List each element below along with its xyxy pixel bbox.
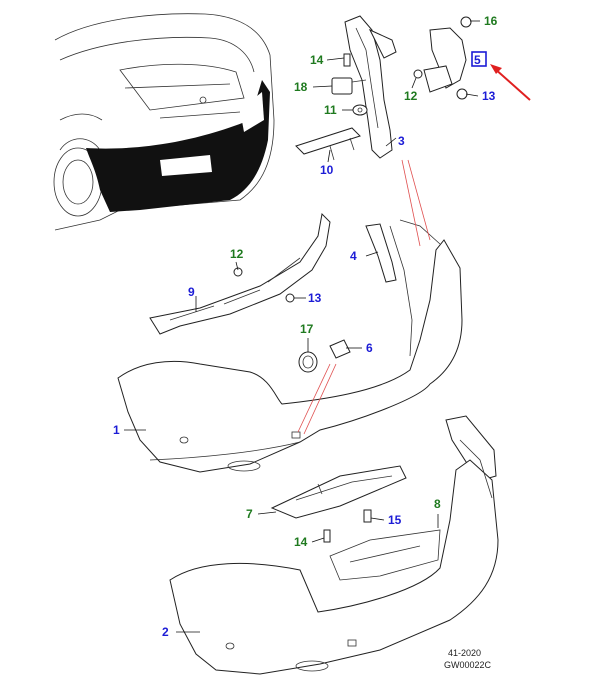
callout-14-bottom: 14	[294, 535, 308, 549]
part-7-undertray	[270, 465, 407, 519]
fastener-13-top	[456, 88, 468, 100]
part-9-reinforcement	[149, 212, 331, 335]
footer-code: GW00022C	[444, 660, 492, 670]
callout-4: 4	[350, 249, 357, 263]
part-10-clip-bracket	[295, 127, 361, 161]
part-14-stud-bottom	[323, 529, 331, 543]
callout-1: 1	[113, 423, 120, 437]
callout-3: 3	[398, 134, 405, 148]
callout-15: 15	[388, 513, 402, 527]
red-pointer-arrow	[490, 64, 531, 101]
callout-6: 6	[366, 341, 373, 355]
part-1-bumper-cover	[117, 219, 463, 473]
callout-11: 11	[324, 103, 337, 117]
leader-lines	[124, 20, 480, 633]
fastener-16	[460, 16, 472, 28]
callout-12-top: 12	[404, 89, 418, 103]
callout-8: 8	[434, 497, 441, 511]
callout-13-top: 13	[482, 89, 496, 103]
callout-9: 9	[188, 285, 195, 299]
part-6-cover	[329, 339, 351, 359]
callout-5: 5	[474, 53, 481, 67]
red-leader-lines	[297, 159, 431, 435]
callouts: 16 14 5 18 12 13 11 3 10 4 12 9 13 17 6 …	[113, 14, 498, 639]
highlight-box	[471, 51, 487, 67]
callout-16: 16	[484, 14, 498, 28]
lamp-cutout	[240, 92, 264, 132]
callout-10: 10	[320, 163, 334, 177]
part-5-bracket	[413, 16, 472, 100]
part-15-fastener	[363, 509, 372, 523]
callout-7: 7	[246, 507, 253, 521]
part-11-nut	[352, 104, 368, 116]
callout-14-top: 14	[310, 53, 324, 67]
part-4-bracket	[365, 223, 397, 283]
part-2-bumper-cover	[169, 439, 499, 675]
callout-17: 17	[300, 322, 314, 336]
part-3-bracket	[344, 15, 397, 159]
fastener-12-top	[413, 69, 423, 79]
callout-18: 18	[294, 80, 308, 94]
part-14-stud-top	[343, 53, 351, 67]
callout-2: 2	[162, 625, 169, 639]
plate-recess	[160, 155, 212, 176]
footer-date: 41-2020	[448, 648, 481, 658]
part-17-sensor	[298, 351, 318, 373]
part-18-module	[331, 77, 367, 95]
callout-13-mid: 13	[308, 291, 322, 305]
shaded-rear-bumper	[86, 80, 270, 212]
callout-12-mid: 12	[230, 247, 244, 261]
